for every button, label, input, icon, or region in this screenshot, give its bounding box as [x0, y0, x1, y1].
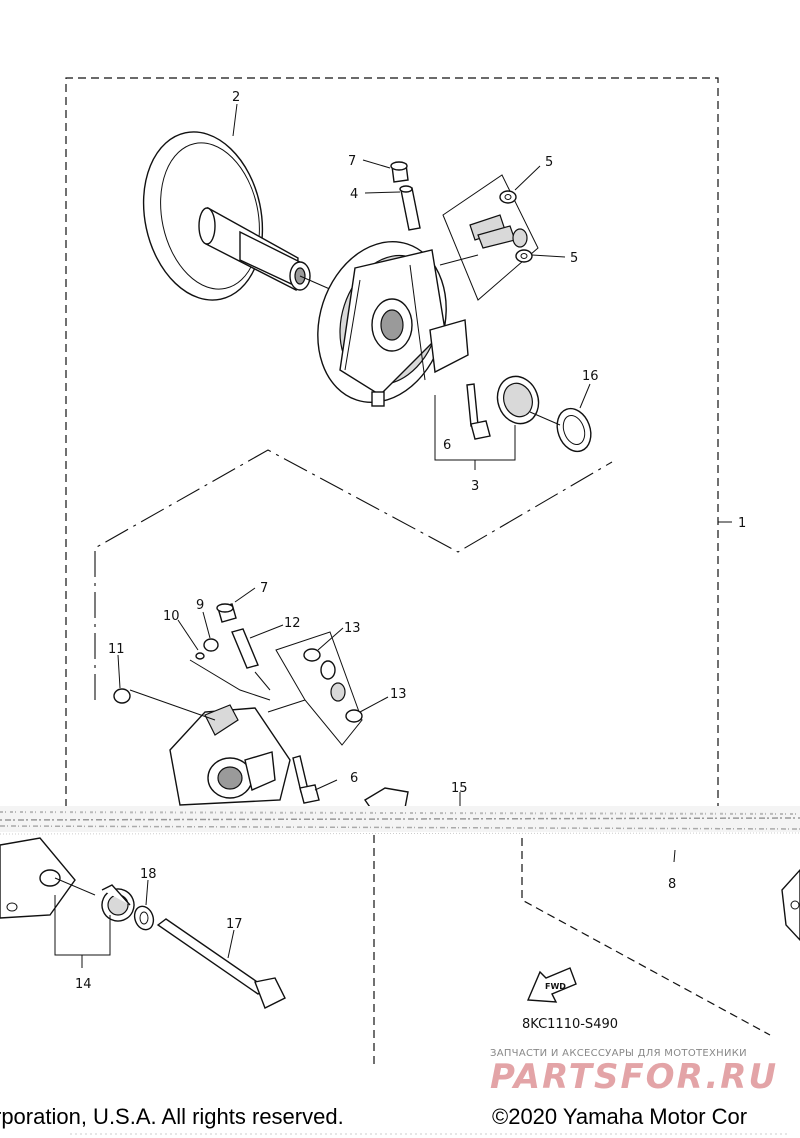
bush-11 — [113, 688, 216, 721]
callout-17: 17 — [226, 917, 243, 932]
callout-10: 10 — [163, 609, 180, 624]
upper-bearing-seal — [496, 375, 592, 453]
callout-15: 15 — [451, 781, 468, 796]
callout-16: 16 — [582, 369, 599, 384]
callout-2: 2 — [232, 90, 240, 105]
assembly-boundary — [65, 77, 732, 820]
guide-lines — [94, 449, 771, 1065]
scan-noise-band — [0, 806, 800, 835]
callout-18: 18 — [140, 867, 157, 882]
callout-9: 9 — [196, 598, 204, 613]
callout-1: 1 — [738, 516, 746, 531]
lower-bolt — [292, 755, 320, 804]
movable-sheave — [317, 240, 469, 407]
upper-bolt — [434, 383, 516, 470]
callout-11: 11 — [108, 642, 125, 657]
copyright-line: rporation, U.S.A. All rights reserved. ©… — [0, 1104, 790, 1135]
callout-13-bottom: 13 — [390, 687, 407, 702]
callout-12: 12 — [284, 616, 301, 631]
callout-13-top: 13 — [344, 621, 361, 636]
callout-7-upper: 7 — [348, 154, 356, 169]
watermark-logo: PARTSFOR.RU — [490, 1057, 778, 1097]
callout-4: 4 — [350, 187, 358, 202]
callout-6-upper: 6 — [443, 438, 451, 453]
forward-arrow-icon: FWD — [526, 967, 577, 1003]
callout-3: 3 — [471, 479, 479, 494]
right-edge-part — [781, 868, 800, 942]
callout-14: 14 — [75, 977, 92, 992]
callout-5-bottom: 5 — [570, 251, 578, 266]
watermark: ЗАПЧАСТИ И АКСЕССУАРЫ ДЛЯ МОТОТЕХНИКИ PA… — [490, 1048, 778, 1097]
upper-weight-group — [439, 174, 539, 301]
callout-5-top: 5 — [545, 155, 553, 170]
leader-lines — [117, 103, 676, 959]
lower-weight-group — [267, 631, 363, 746]
fixed-sheave — [142, 131, 333, 301]
fwd-label: FWD — [545, 982, 566, 991]
lower-small-parts — [189, 603, 271, 701]
callout-6-lower: 6 — [350, 771, 358, 786]
callout-8: 8 — [668, 877, 676, 892]
watermark-tagline: ЗАПЧАСТИ И АКСЕССУАРЫ ДЛЯ МОТОТЕХНИКИ — [490, 1048, 747, 1059]
lower-left-parts — [0, 837, 286, 1009]
upper-nut-and-pin — [390, 161, 421, 231]
diagram-code: 8KC1110-S490 — [522, 1017, 618, 1032]
copyright-right: ©2020 Yamaha Motor Cor — [492, 1104, 747, 1129]
callout-labels: 1 2 3 4 5 5 6 6 7 7 8 9 10 11 12 13 13 1… — [75, 90, 746, 992]
callout-7-lower: 7 — [260, 581, 268, 596]
lower-spider-assembly — [169, 704, 409, 811]
copyright-left: rporation, U.S.A. All rights reserved. — [0, 1104, 344, 1129]
